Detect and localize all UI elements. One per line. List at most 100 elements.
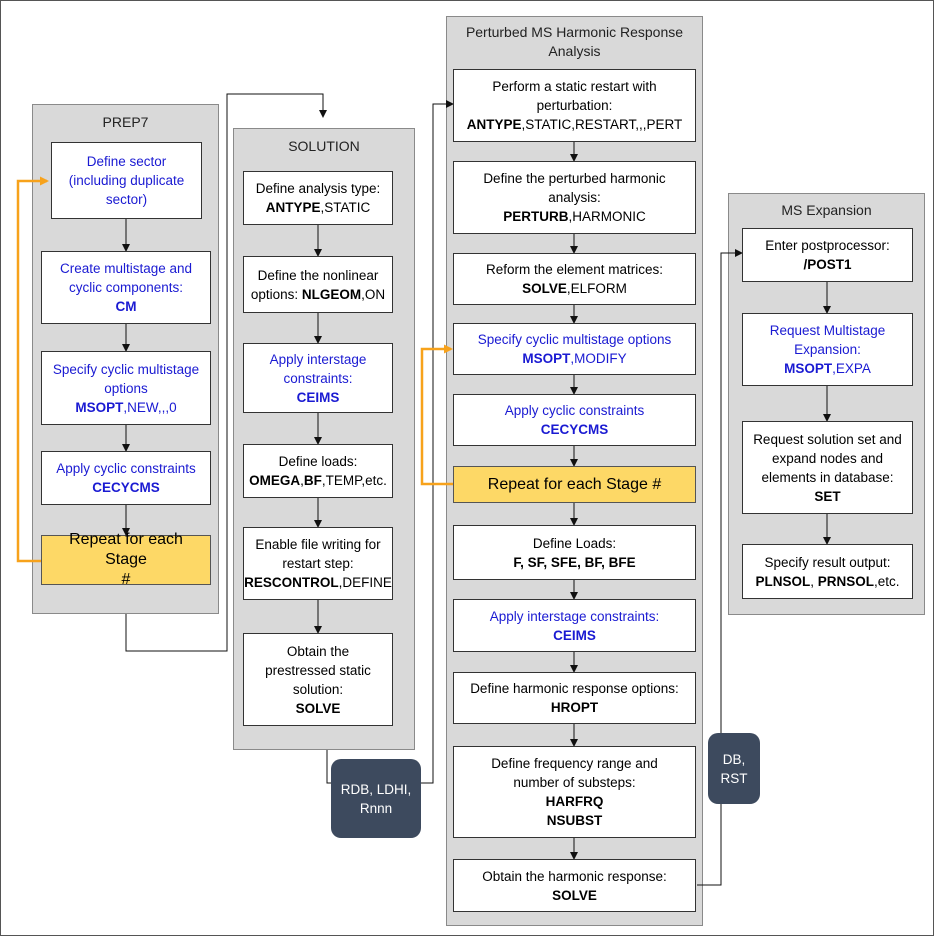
result-output-line1: Specify result output: [764,554,891,570]
static-restart-line2: perturbation: [536,98,613,113]
postprocessor-box: Enter postprocessor: /POST1 [742,228,913,282]
reform-args: ,ELFORM [566,281,627,296]
harmonic-options-line1: Define harmonic response options: [470,681,679,696]
result-output-cmd2: PRNSOL [817,573,875,589]
obtain-static-line3: solution: [292,681,344,697]
result-output-cmd1: PLNSOL [755,573,811,589]
pert-interstage-cmd: CEIMS [553,627,596,643]
specify-options-box: Specify cyclic multistage options MSOPT,… [41,351,211,425]
pert-repeat-box: Repeat for each Stage # [453,466,696,503]
obtain-static-line2: prestressed static [265,662,371,678]
specify-options-line2: options [104,380,148,396]
connector-solution-perturbed [326,100,454,784]
specify-options-line1: Specify cyclic multistage [52,361,200,377]
specify-options-cmd: MSOPT [75,399,124,415]
analysis-type-line1: Define analysis type: [255,181,381,196]
nonlinear-line1: Define the nonlinear [257,267,379,283]
db-file-badge: DB, RST [708,733,760,804]
request-expansion-line2: Expansion: [794,342,861,357]
sol-loads-cmd2: BF [303,473,322,488]
postprocessor-cmd: /POST1 [803,257,852,272]
reform-cmd: SOLVE [522,281,567,296]
perturbed-title-line2: Analysis [548,43,601,59]
solution-title: SOLUTION [288,138,360,154]
define-sector-line2: (including duplicate [68,173,185,188]
define-harmonic-line1: Define the perturbed harmonic [483,171,666,186]
define-harmonic-line2: analysis: [548,190,601,205]
sol-loads-line1: Define loads: [278,454,358,469]
static-restart-box: Perform a static restart with perturbati… [453,69,696,142]
nonlinear-cmd: NLGEOM [301,286,362,302]
solution-set-cmd: SET [814,488,841,504]
perturbed-title: Perturbed MS Harmonic Response Analysis [447,23,702,61]
solution-set-line2: expand nodes and [771,450,884,466]
pert-apply-constraints-line1: Apply cyclic constraints [504,403,645,418]
pert-loads-box: Define Loads: F, SF, SFE, BF, BFE [453,525,696,580]
static-restart-line1: Perform a static restart with [492,79,657,94]
create-components-line2: cyclic components: [68,280,184,295]
expansion-title: MS Expansion [781,202,872,218]
sol-loads-args: ,TEMP,etc. [321,473,387,488]
create-components-line1: Create multistage and [59,261,193,276]
sol-loads-sep: , [300,473,304,488]
reform-box: Reform the element matrices: SOLVE,ELFOR… [453,253,696,305]
specify-options-args: ,NEW,,,0 [123,399,177,415]
pert-repeat-line1: Repeat for each Stage # [487,475,662,493]
pert-interstage-line1: Apply interstage constraints: [489,608,660,624]
define-sector-line1: Define sector [86,154,167,169]
define-harmonic-cmd: PERTURB [503,209,569,224]
file-writing-line1: Enable file writing for [255,537,381,552]
rdb-line1: RDB, LDHI, [340,781,412,797]
obtain-harmonic-box: Obtain the harmonic response: SOLVE [453,859,696,912]
request-expansion-line1: Request Multistage [769,323,886,338]
db-line2: RST [720,770,748,786]
request-expansion-args: ,EXPA [832,361,871,376]
pert-loads-cmds: F, SF, SFE, BF, BFE [513,554,636,570]
request-expansion-box: Request Multistage Expansion: MSOPT,EXPA [742,313,913,386]
frequency-box: Define frequency range and number of sub… [453,746,696,838]
frequency-line2: number of substeps: [513,775,636,790]
pert-interstage-box: Apply interstage constraints: CEIMS [453,599,696,652]
prep7-title: PREP7 [102,114,149,130]
apply-constraints-cmd: CECYCMS [92,480,160,495]
obtain-harmonic-cmd: SOLVE [552,887,597,903]
frequency-cmd1: HARFRQ [545,794,604,809]
loop-arrow-perturbed [420,344,454,486]
prep7-repeat-box: Repeat for each Stage # [41,531,211,588]
pert-specify-options-args: ,MODIFY [570,351,627,366]
postprocessor-line1: Enter postprocessor: [765,238,890,253]
obtain-static-line1: Obtain the [286,643,350,659]
reform-line1: Reform the element matrices: [485,262,664,277]
pert-apply-constraints-cmd: CECYCMS [540,422,609,437]
define-harmonic-box: Define the perturbed harmonic analysis: … [453,161,696,234]
result-output-args: ,etc. [874,573,900,589]
frequency-line1: Define frequency range and [491,756,658,771]
rdb-line2: Rnnn [359,800,393,816]
apply-constraints-box: Apply cyclic constraints CECYCMS [41,451,211,505]
loop-arrow-prep7 [16,176,49,563]
harmonic-options-box: Define harmonic response options: HROPT [453,672,696,724]
sol-interstage-box: Apply interstage constraints: CEIMS [243,343,393,413]
file-writing-cmd: RESCONTROL [244,575,339,590]
define-sector-box: Define sector (including duplicate secto… [51,142,202,219]
sol-interstage-cmd: CEIMS [296,389,340,405]
pert-specify-options-box: Specify cyclic multistage options MSOPT,… [453,323,696,375]
sol-interstage-line2: constraints: [283,370,353,386]
pert-loads-line1: Define Loads: [532,535,617,551]
sol-loads-box: Define loads: OMEGA,BF,TEMP,etc. [243,444,393,498]
prep7-repeat-line1: Repeat for each Stage [69,531,183,568]
result-output-box: Specify result output: PLNSOL, PRNSOL,et… [742,544,913,599]
pert-specify-options-cmd: MSOPT [522,351,571,366]
perturbed-title-line1: Perturbed MS Harmonic Response [465,24,684,40]
define-sector-line3: sector) [105,192,148,207]
prep7-repeat-line2: # [121,571,131,588]
solution-set-line1: Request solution set and [753,431,902,447]
file-writing-args: ,DEFINE [338,575,392,590]
pert-apply-constraints-box: Apply cyclic constraints CECYCMS [453,394,696,446]
pert-specify-options-line1: Specify cyclic multistage options [477,332,672,347]
obtain-harmonic-line1: Obtain the harmonic response: [482,868,667,884]
nonlinear-box: Define the nonlinear options: NLGEOM,ON [243,256,393,313]
analysis-type-cmd: ANTYPE [265,200,321,215]
